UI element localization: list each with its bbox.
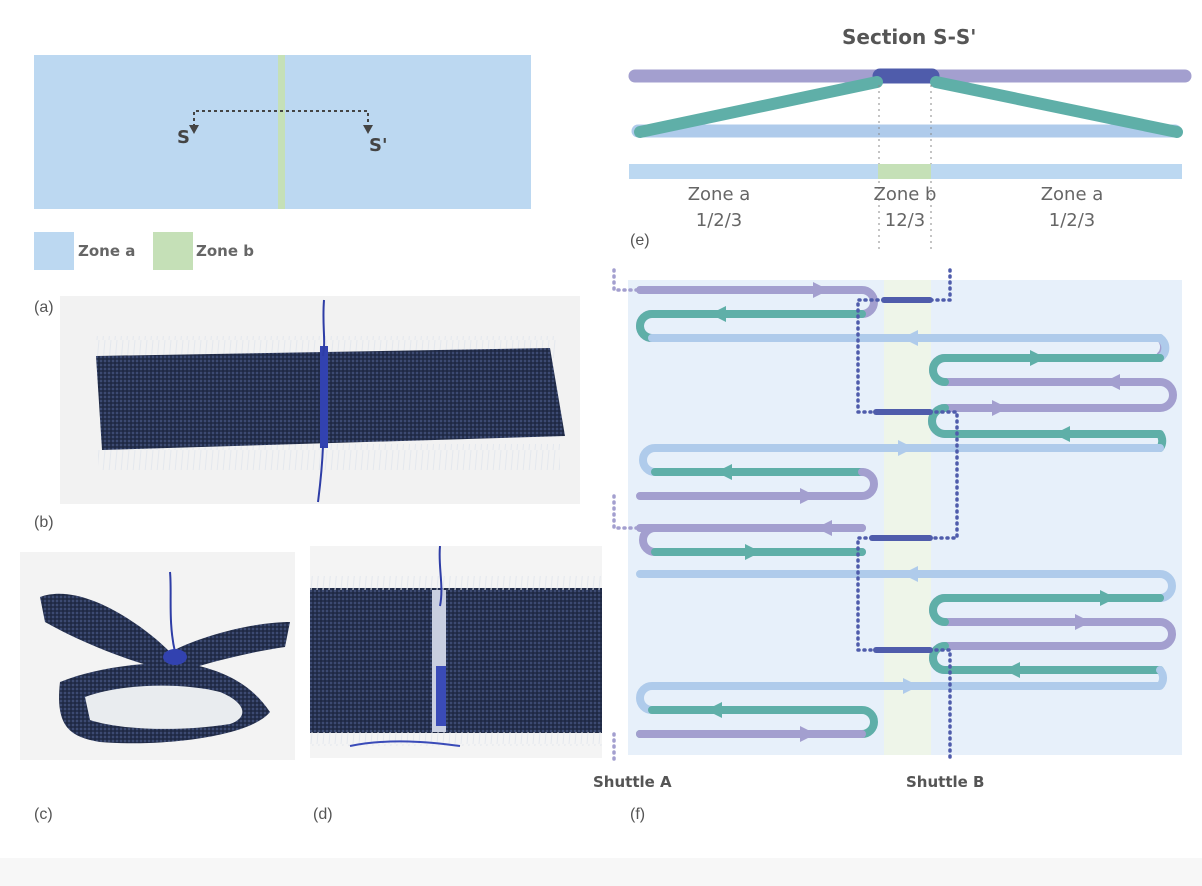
photo-woven-strip	[60, 296, 580, 504]
shuttle-b-label: Shuttle B	[906, 773, 985, 791]
legend-label-zone-a: Zone a	[78, 242, 136, 260]
section-marker-s-prime: S'	[369, 135, 388, 156]
legend-swatch-zone-b	[153, 232, 193, 270]
zone-layers: 1/2/3	[695, 210, 743, 231]
panel-label-f: (f)	[630, 806, 646, 823]
section-marker-s: S	[177, 127, 190, 148]
panel-label-e: (e)	[630, 232, 650, 249]
zone-label-a-right: Zone a 1/2/3	[1017, 182, 1127, 234]
photo-folded-strip	[20, 552, 295, 760]
zone-name: Zone a	[1040, 184, 1104, 205]
zone-layers: 1/2/3	[1048, 210, 1096, 231]
section-diagram	[628, 68, 1192, 250]
panel-label-b: (b)	[34, 514, 54, 531]
panel-a: S S'	[34, 55, 531, 209]
weaving-path-diagram	[612, 268, 1182, 762]
zone-label-a-left: Zone a 1/2/3	[664, 182, 774, 234]
panel-label-a: (a)	[34, 299, 54, 316]
section-title: Section S-S'	[842, 25, 977, 49]
zone-layers: 12/3	[884, 210, 926, 231]
denim-strip-illustration	[95, 299, 565, 503]
legend-swatch-zone-a	[34, 232, 74, 270]
closeup-illustration	[310, 546, 602, 747]
photo-closeup-seam	[310, 546, 602, 758]
shuttle-a-label: Shuttle A	[593, 773, 672, 791]
section-cut-arrow	[189, 110, 373, 134]
zone-name: Zone a	[687, 184, 751, 205]
page-footer-strip	[0, 858, 1202, 886]
panel-label-c: (c)	[34, 806, 53, 823]
zone-label-b: Zone b 12/3	[850, 182, 960, 234]
zone-name: Zone b	[873, 184, 937, 205]
panel-label-d: (d)	[313, 806, 333, 823]
zone-b-stripe	[278, 55, 285, 209]
legend-label-zone-b: Zone b	[196, 242, 254, 260]
folded-strip-illustration	[40, 571, 290, 744]
